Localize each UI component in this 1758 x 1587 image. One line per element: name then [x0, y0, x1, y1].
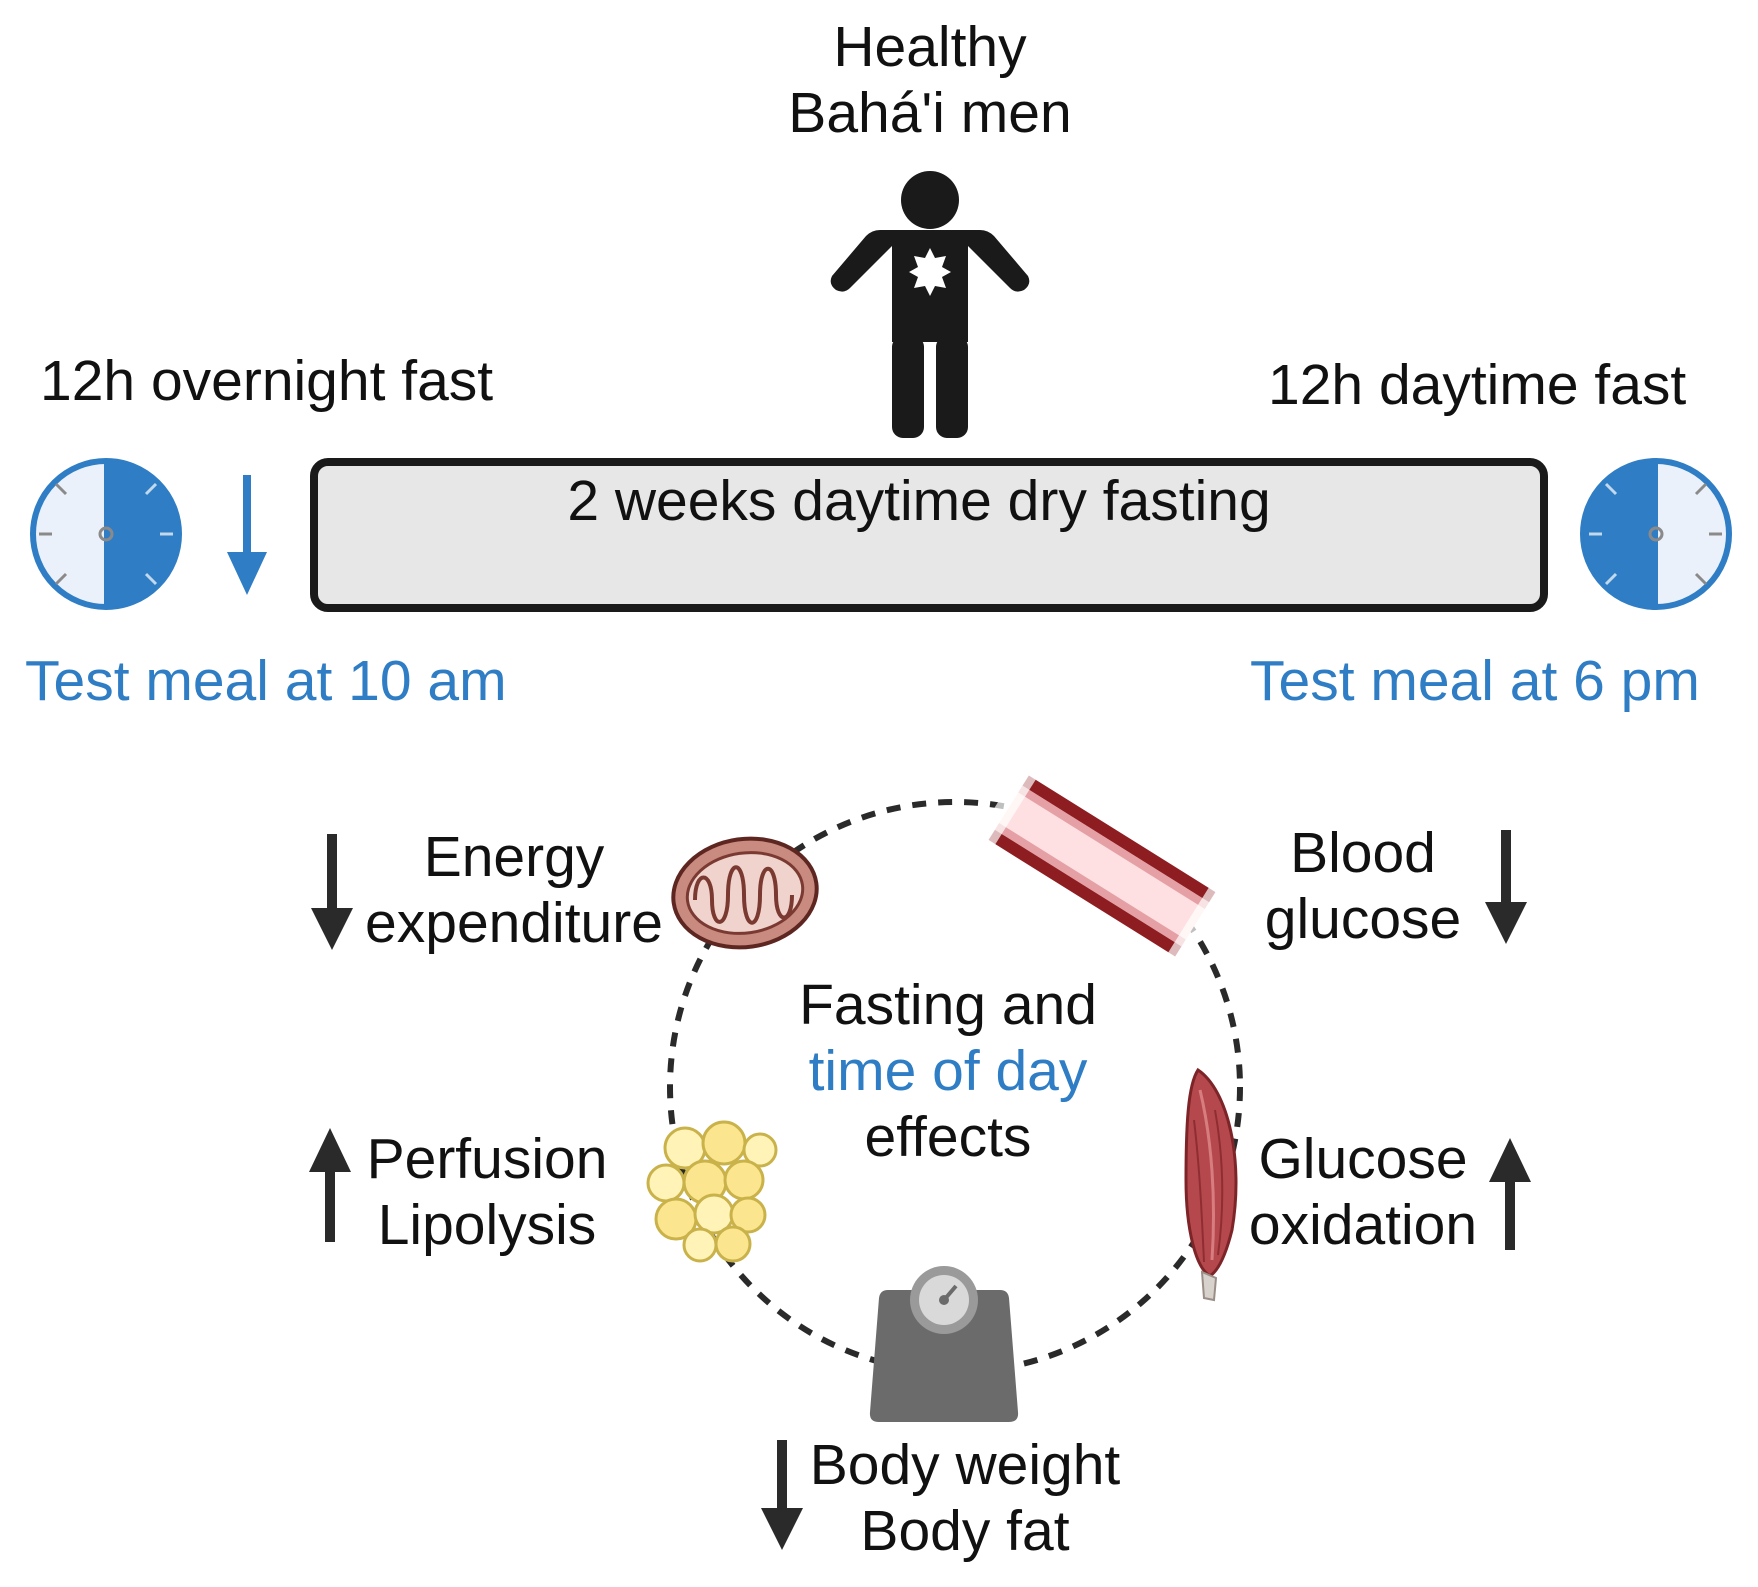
energy-line-1: Energy — [423, 825, 605, 889]
subject-line-1: Healthy — [833, 15, 1027, 79]
oxidation-outcome-label: Glucose oxidation — [1240, 1126, 1486, 1258]
left-fast-label: 12h overnight fast — [40, 349, 494, 413]
adipose-line-2: Lipolysis — [377, 1193, 597, 1257]
body-outcome-label: Body weight Body fat — [800, 1432, 1130, 1564]
adipose-outcome-label: Perfusion Lipolysis — [352, 1126, 622, 1258]
oxidation-line-1: Glucose — [1258, 1127, 1468, 1191]
glucose-line-2: glucose — [1264, 887, 1462, 951]
arrow-down-glucose-icon — [1485, 830, 1527, 944]
clock-icon — [30, 458, 182, 610]
body-line-2: Body fat — [860, 1499, 1070, 1563]
body-line-1: Body weight — [809, 1433, 1121, 1497]
glucose-line-1: Blood — [1290, 821, 1436, 885]
glucose-outcome-label: Blood glucose — [1248, 820, 1478, 952]
clock-icon — [1580, 458, 1732, 610]
intervention-label: 2 weeks daytime dry fasting — [567, 469, 1271, 533]
arrow-down-body-icon — [761, 1440, 803, 1550]
scale-icon — [869, 1266, 1019, 1422]
arrow-up-oxidation-icon — [1489, 1138, 1531, 1250]
center-label: Fasting and time of day effects — [748, 972, 1148, 1170]
person-icon — [830, 171, 1030, 438]
right-meal-label: Test meal at 6 pm — [1250, 649, 1700, 713]
mitochondrion-icon — [671, 836, 819, 950]
energy-line-2: expenditure — [365, 891, 663, 955]
left-meal-label: Test meal at 10 am — [25, 649, 507, 713]
center-line-3: effects — [864, 1105, 1032, 1169]
blood-vessel-icon — [974, 762, 1230, 970]
muscle-icon — [1184, 1067, 1238, 1302]
subject-label: Healthy Bahá'i men — [729, 14, 1131, 146]
test-meal-arrow-left — [227, 475, 267, 595]
subject-line-2: Bahá'i men — [788, 81, 1072, 145]
center-line-1: Fasting and — [799, 973, 1097, 1037]
oxidation-line-2: oxidation — [1248, 1193, 1478, 1257]
intervention-bar — [310, 458, 1548, 612]
right-fast-label: 12h daytime fast — [1268, 353, 1687, 417]
adipose-line-1: Perfusion — [366, 1127, 608, 1191]
arrow-down-energy-icon — [311, 834, 353, 950]
fat-cells-icon — [646, 1120, 778, 1263]
arrow-up-adipose-icon — [309, 1128, 351, 1242]
energy-outcome-label: Energy expenditure — [358, 824, 670, 956]
center-line-2: time of day — [808, 1039, 1088, 1103]
